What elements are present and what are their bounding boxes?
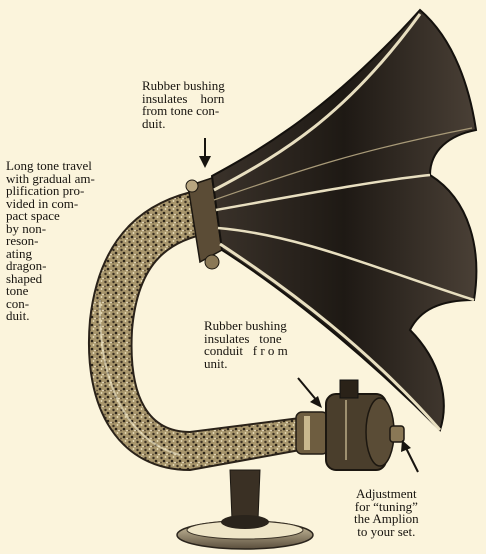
- adjustment-label: Adjustment for “tuning” the Amplion to y…: [354, 488, 419, 538]
- conduit-bushing-label: Rubber bushing insulates tone conduit f …: [204, 320, 288, 370]
- sound-unit: [326, 380, 404, 470]
- conduit-bushing: [296, 412, 328, 454]
- horn-bushing-label: Rubber bushing insulates horn from tone …: [142, 80, 225, 130]
- tone-travel-label: Long tone travel with gradual am- plific…: [6, 160, 95, 323]
- base-stand: [177, 470, 313, 549]
